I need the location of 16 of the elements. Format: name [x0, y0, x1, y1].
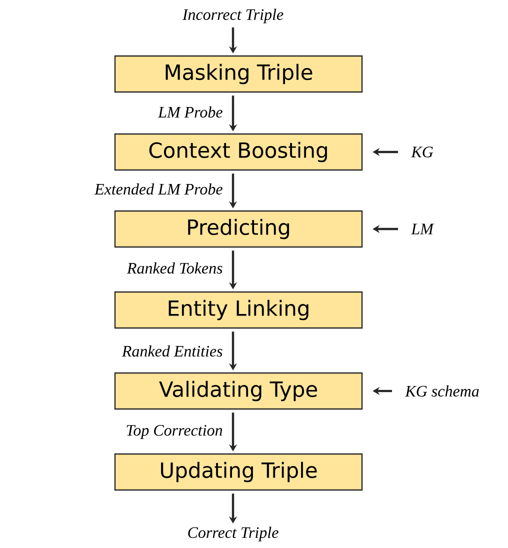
process-box: Context Boosting — [114, 133, 363, 171]
input-label: KG — [411, 146, 434, 158]
process-box: Validating Type — [114, 372, 363, 410]
process-box: Predicting — [114, 210, 363, 248]
process-box: Masking Triple — [114, 55, 363, 93]
edge-label: Ranked Entities — [120, 344, 224, 358]
process-box: Updating Triple — [114, 453, 363, 491]
input-label: Correct Triple — [188, 526, 278, 542]
edge-label: Top Correction — [124, 424, 224, 440]
edge-label: Extended LM Probe — [94, 182, 224, 196]
input-label: KG schema — [405, 385, 479, 397]
process-box: Entity Linking — [114, 291, 363, 329]
edge-label: LM Probe — [157, 105, 224, 119]
input-label: LM — [411, 224, 434, 234]
edge-label: Ranked Tokens — [126, 261, 224, 275]
input-label: Incorrect Triple — [182, 8, 284, 24]
